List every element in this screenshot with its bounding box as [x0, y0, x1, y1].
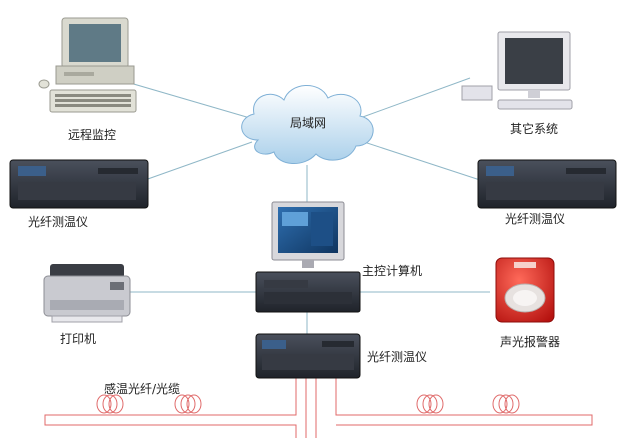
label-remote-monitor: 远程监控 [68, 128, 117, 142]
main-computer-icon [255, 201, 361, 313]
printer-icon [43, 264, 131, 323]
fiber-coil-3 [416, 394, 444, 414]
label-fiber-unit-center: 光纤测温仪 [367, 350, 428, 364]
remote-monitor-computer-icon [38, 17, 137, 113]
label-other-systems: 其它系统 [510, 122, 559, 136]
fiber-loop-left [44, 376, 297, 438]
fiber-loop-right [315, 376, 593, 438]
label-alarm: 声光报警器 [500, 335, 561, 349]
sensing-fiber [44, 376, 593, 438]
label-main-computer: 主控计算机 [362, 264, 423, 278]
fiber-unit-right-icon [477, 159, 617, 209]
label-printer: 打印机 [60, 332, 97, 346]
fiber-coil-4 [492, 394, 520, 414]
fiber-coil-2 [174, 394, 202, 414]
fiber-unit-left-icon [9, 159, 149, 209]
link-other-to-lan [359, 77, 471, 119]
fiber-unit-center-icon [255, 333, 361, 379]
label-sensing-cable: 感温光纤/光缆 [104, 382, 181, 396]
other-systems-computer-icon [461, 31, 573, 110]
label-lan: 局域网 [290, 116, 327, 130]
label-fiber-unit-left: 光纤测温仪 [28, 215, 89, 229]
link-left-unit-to-lan [144, 141, 253, 181]
link-remote-to-lan [119, 79, 251, 119]
link-right-unit-to-lan [357, 139, 481, 181]
network-links [119, 77, 490, 335]
fiber-coil-1 [96, 394, 124, 414]
sound-light-alarm-icon [495, 257, 555, 323]
label-fiber-unit-right: 光纤测温仪 [505, 212, 566, 226]
lan-cloud-icon [241, 85, 374, 164]
